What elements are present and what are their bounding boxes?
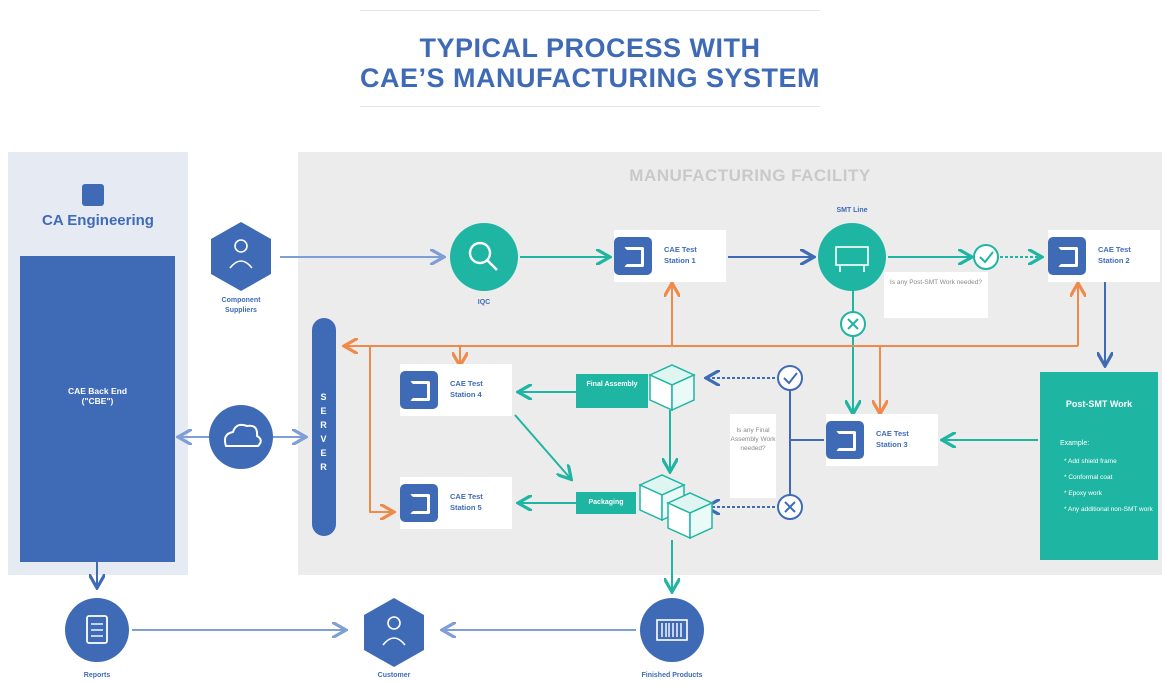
post-smt-work-box: Post-SMT Work Example: Add shield frame … xyxy=(1040,372,1158,560)
packaging-box: Packaging xyxy=(576,492,636,514)
server-label-letter: S xyxy=(320,392,328,402)
final-yes-check xyxy=(777,365,803,391)
post-smt-item: Conformal coat xyxy=(1064,470,1153,486)
brand-name: CA Engineering xyxy=(42,212,154,229)
final-assembly-question: Is any Final Assembly Work needed? xyxy=(730,414,776,498)
title-rule-bottom xyxy=(360,106,820,107)
cae-logo-icon xyxy=(826,421,864,459)
server-label-letter: R xyxy=(320,420,328,430)
cae-logo-icon xyxy=(614,237,652,275)
station-label: CAE Test Station 5 xyxy=(450,492,483,512)
cae-back-end-box: CAE Back End ("CBE") xyxy=(20,256,175,562)
ca-logo-icon xyxy=(82,184,104,206)
arrow-station4-packaging xyxy=(514,414,570,478)
orange-to-station5 xyxy=(369,346,392,512)
cloud-circle xyxy=(209,405,273,469)
clipboard-icon xyxy=(86,615,108,644)
cloud-icon xyxy=(223,423,262,447)
server-bar xyxy=(312,318,336,536)
page-title-line-1: TYPICAL PROCESS WITH xyxy=(419,33,761,63)
station-label: CAE Test Station 2 xyxy=(1098,245,1131,265)
customer-label: Customer xyxy=(377,672,411,679)
server-label-letter: R xyxy=(320,462,328,472)
smt-machine-icon xyxy=(835,246,869,266)
reports-label: Reports xyxy=(83,672,111,679)
post-smt-list: Add shield frame Conformal coat Epoxy wo… xyxy=(1064,454,1153,518)
server-label-letter: V xyxy=(320,434,328,444)
post-smt-item: Epoxy work xyxy=(1064,486,1153,502)
cae-test-station-2: CAE Test Station 2 xyxy=(1048,230,1160,282)
station-label: CAE Test Station 3 xyxy=(876,429,909,449)
supplier-person-icon xyxy=(234,239,248,253)
barcode-icon xyxy=(656,619,688,641)
server-label-letter: E xyxy=(320,406,328,416)
customer-hexagon xyxy=(364,598,424,667)
backend-label: CAE Back End xyxy=(67,386,128,396)
station-label: CAE Test Station 1 xyxy=(664,245,697,265)
facility-label: MANUFACTURING FACILITY xyxy=(629,166,871,185)
post-smt-yes-check xyxy=(973,244,999,270)
cae-logo-icon xyxy=(400,484,438,522)
final-assembly-box-icon xyxy=(648,364,696,412)
finished-products-label: Finished Products xyxy=(641,672,703,679)
iqc-label: IQC xyxy=(477,299,491,306)
post-smt-title: Post-SMT Work xyxy=(1065,399,1133,409)
page-title-line-2: CAE’S MANUFACTURING SYSTEM xyxy=(359,63,821,93)
cae-test-station-1: CAE Test Station 1 xyxy=(614,230,726,282)
post-smt-item: Any additional non-SMT work xyxy=(1064,502,1153,518)
magnifier-icon xyxy=(468,241,492,265)
backend-sublabel: ("CBE") xyxy=(81,396,114,406)
station-label: CAE Test Station 4 xyxy=(450,379,483,399)
cae-logo-icon xyxy=(1048,237,1086,275)
post-smt-question: Is any Post-SMT Work needed? xyxy=(884,272,988,318)
server-label-letter: E xyxy=(320,448,328,458)
smt-line-circle xyxy=(818,223,886,291)
post-smt-item: Add shield frame xyxy=(1064,454,1153,470)
cae-test-station-4: CAE Test Station 4 xyxy=(400,364,512,416)
post-smt-example-label: Example: xyxy=(1060,440,1090,447)
iqc-circle xyxy=(450,223,518,291)
finished-products-circle xyxy=(640,598,704,662)
cae-test-station-5: CAE Test Station 5 xyxy=(400,477,512,529)
final-assembly-box: Final Assembly xyxy=(576,374,648,408)
customer-person-icon xyxy=(387,616,401,630)
component-suppliers-label: Component Suppliers xyxy=(221,297,261,314)
cae-test-station-3: CAE Test Station 3 xyxy=(826,414,938,466)
title-rule-top xyxy=(360,10,820,11)
component-suppliers-hexagon xyxy=(211,222,271,291)
cae-logo-icon xyxy=(400,371,438,409)
packaging-boxes-icon xyxy=(638,474,714,540)
smt-line-label: SMT Line xyxy=(836,207,868,214)
